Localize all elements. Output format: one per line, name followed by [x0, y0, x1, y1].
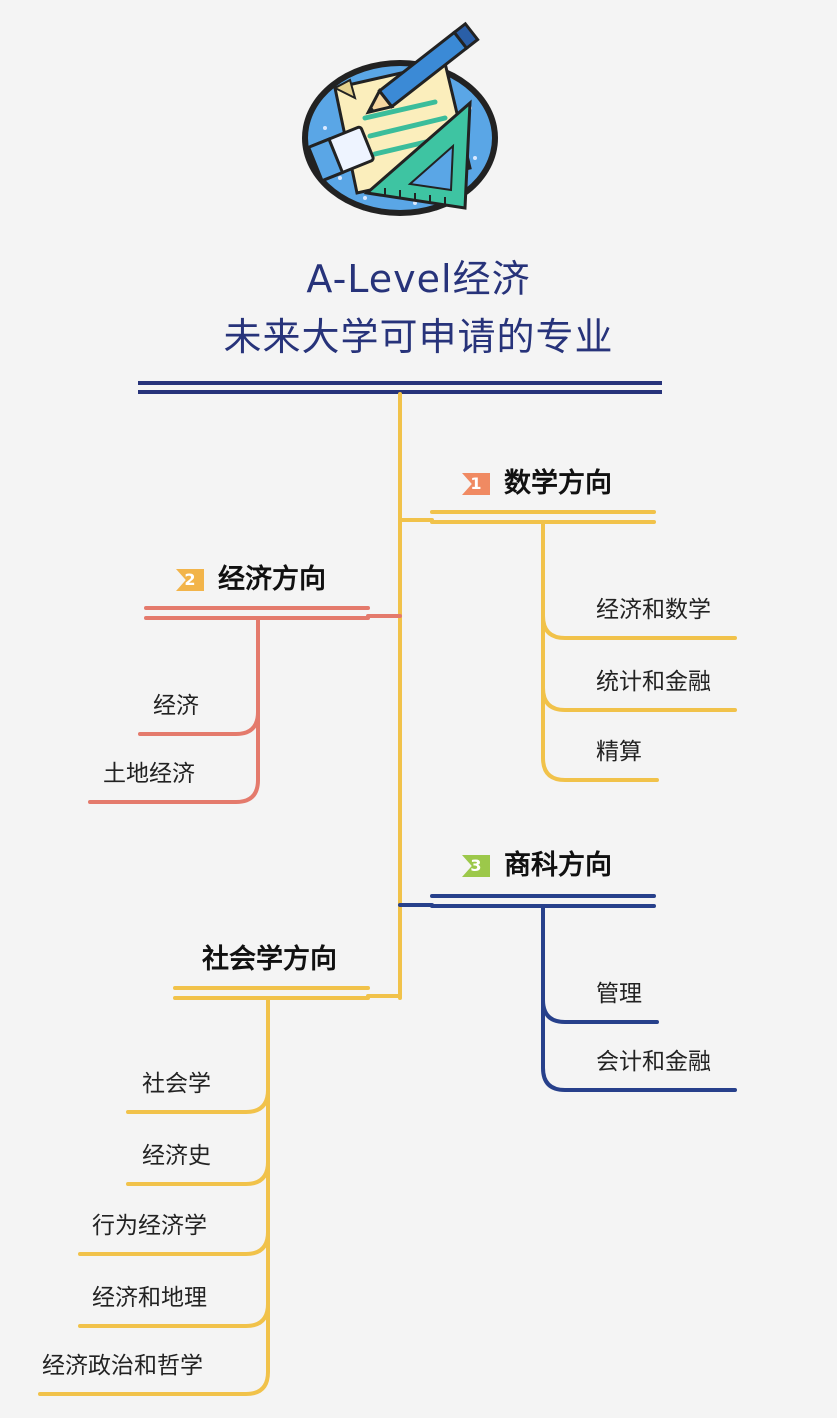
leaf-math-3: 精算 [596, 738, 642, 766]
leaf-sociology-4: 经济和地理 [92, 1284, 207, 1312]
leaf-business-1: 管理 [596, 980, 642, 1008]
leaf-business-2: 会计和金融 [596, 1048, 711, 1076]
leaf-sociology-3: 行为经济学 [92, 1212, 207, 1240]
badge-3: 3 [462, 855, 490, 877]
branch-sociology: 社会学方向 [202, 944, 337, 976]
badge-2: 2 [176, 569, 204, 591]
branch-business-label: 商科方向 [504, 850, 612, 881]
leaf-econ-1: 经济 [153, 692, 199, 720]
leaf-math-2: 统计和金融 [596, 668, 711, 696]
leaf-sociology-1: 社会学 [142, 1070, 211, 1098]
branch-business: 3 商科方向 [462, 850, 612, 882]
leaf-sociology-5: 经济政治和哲学 [42, 1352, 203, 1380]
branch-math: 1 数学方向 [462, 468, 612, 500]
leaf-math-1: 经济和数学 [596, 596, 711, 624]
title-underline [138, 383, 662, 392]
branch-math-label: 数学方向 [504, 468, 612, 499]
badge-1: 1 [462, 473, 490, 495]
branch-econ-label: 经济方向 [218, 564, 326, 595]
leaf-sociology-2: 经济史 [142, 1142, 211, 1170]
leaf-econ-2: 土地经济 [103, 760, 195, 788]
branch-sociology-label: 社会学方向 [202, 944, 337, 975]
branch-econ: 2 经济方向 [176, 564, 326, 596]
